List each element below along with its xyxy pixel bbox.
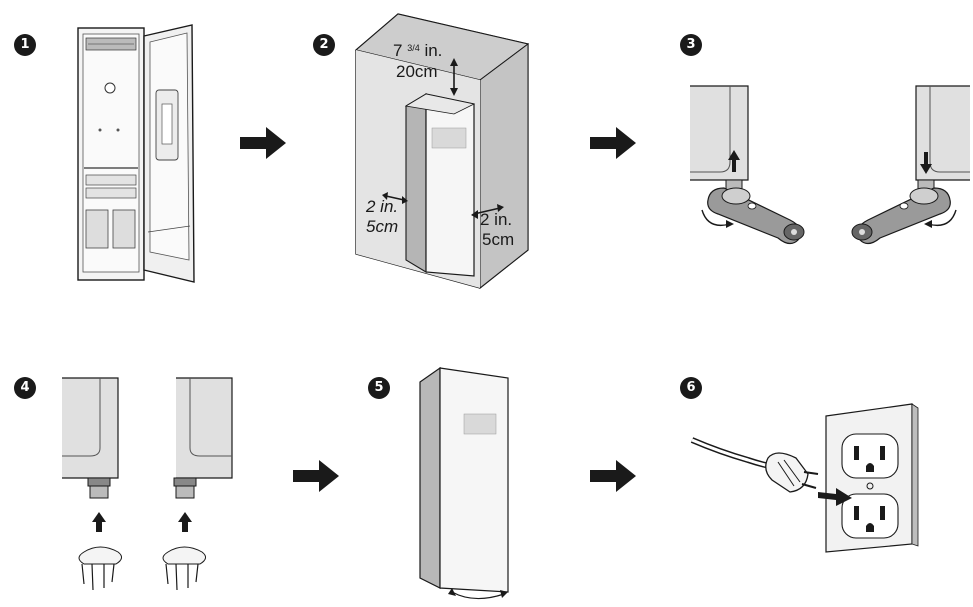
step-6-badge: 6 [680, 377, 702, 399]
left-clearance-cm-label: 5cm [366, 217, 399, 236]
step-4-leveling-feet-illustration [62, 377, 233, 591]
step-3-leveling-bracket-illustration [690, 85, 970, 245]
top-clearance-cm-label: 20cm [396, 62, 438, 81]
step-5-closed-appliance-illustration [419, 366, 509, 600]
arrow-step-5-to-6-icon [590, 460, 636, 492]
step-1-open-appliance-illustration [77, 24, 195, 283]
step-5-badge: 5 [368, 377, 390, 399]
arrow-step-4-to-5-icon [293, 460, 339, 492]
step-4-badge: 4 [14, 377, 36, 399]
arrow-step-2-to-3-icon [590, 127, 636, 159]
step-2-badge: 2 [313, 34, 335, 56]
right-clearance-inches-label: 2 in. [480, 210, 513, 229]
arrow-step-1-to-2-icon [240, 127, 286, 159]
right-clearance-cm-label: 5cm [482, 230, 515, 249]
step-6-plug-outlet-illustration [690, 403, 919, 553]
top-clearance-fraction: 3/4 [407, 43, 420, 53]
step-1-badge: 1 [14, 34, 36, 56]
top-clearance-inches-label: 7 3/4 in. [393, 42, 442, 60]
step-3-badge: 3 [680, 34, 702, 56]
top-clearance-whole: 7 [393, 41, 403, 60]
top-clearance-unit: in. [424, 41, 443, 60]
step-2-clearance-illustration [354, 13, 530, 290]
left-clearance-inches-label: 2 in. [366, 197, 399, 216]
